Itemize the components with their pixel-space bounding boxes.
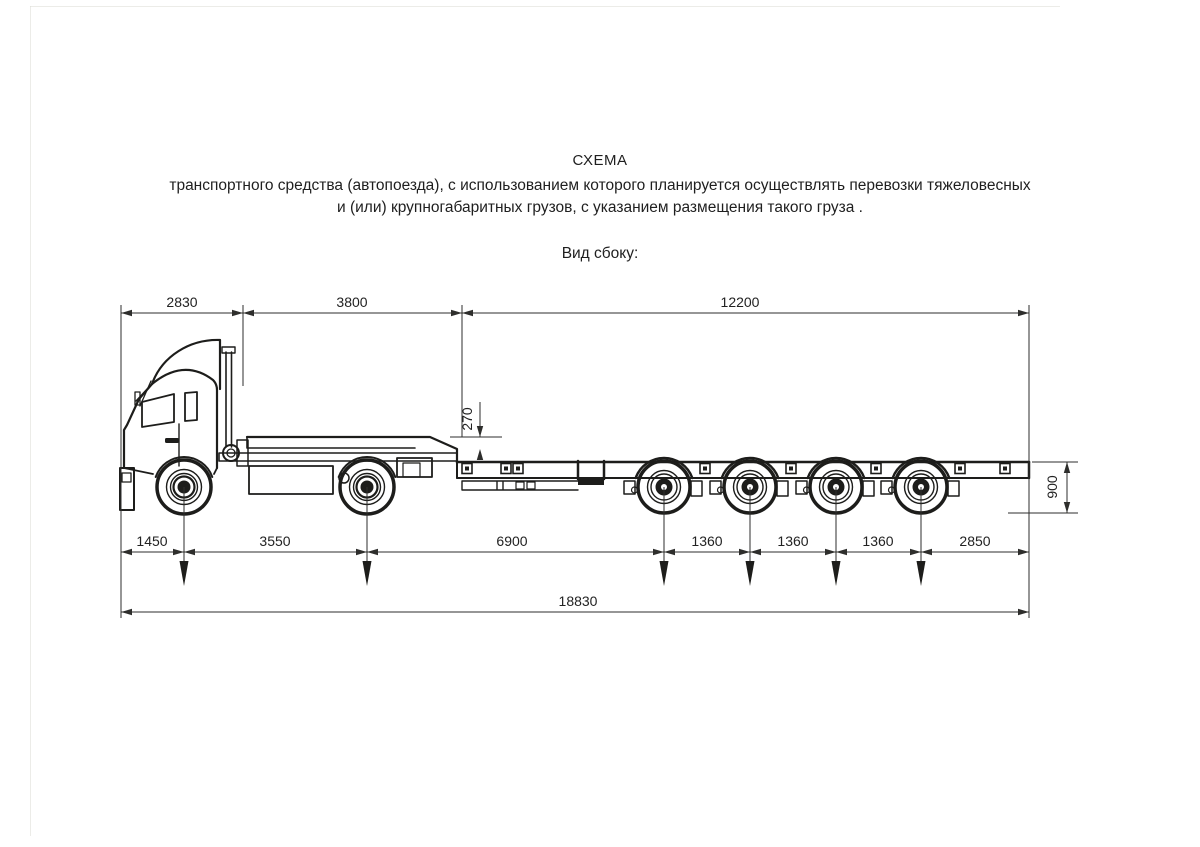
dim-label-6900: 6900 (496, 533, 527, 549)
scan-edge-artifact (30, 6, 1060, 7)
extension-lines (120, 305, 1078, 618)
dimension-total-row: 18830 (121, 593, 1029, 616)
rail-detail (526, 481, 536, 490)
dim-label-1450: 1450 (136, 533, 167, 549)
intake-stack (225, 351, 233, 448)
headlight (121, 472, 132, 483)
door-window (141, 393, 175, 428)
front-fender (154, 456, 214, 478)
dimension-height-900: 900 (1044, 462, 1071, 513)
dim-label-1360-c: 1360 (862, 533, 893, 549)
trailer-axle-group-1 (623, 456, 703, 515)
deck-splice (576, 459, 606, 481)
cab-lower-edge (213, 467, 218, 475)
chassis-frame (218, 452, 458, 462)
dim-label-18830: 18830 (559, 593, 598, 609)
document-subtitle-line1: транспортного средства (автопоезда), с и… (169, 177, 1031, 194)
trailer-axle-group-2 (709, 456, 789, 515)
gooseneck-deck (245, 435, 459, 465)
dim-label-1360-a: 1360 (691, 533, 722, 549)
stack-cap (221, 346, 236, 354)
dim-label-2850: 2850 (959, 533, 990, 549)
dim-label-3550: 3550 (259, 533, 290, 549)
rail-detail (515, 481, 525, 490)
dim-label-2830: 2830 (166, 294, 197, 310)
title-block: СХЕМА транспортного средства (автопоезда… (0, 152, 1200, 219)
trailer-axle-group-4 (880, 456, 960, 515)
axle-centerlines (179, 487, 926, 586)
fuel-tank (248, 465, 334, 495)
trailer-drawing (455, 456, 1031, 515)
rear-fender (337, 456, 397, 478)
trailer-axle-group-3 (795, 456, 875, 515)
cab-outline (122, 368, 219, 470)
dim-label-12200: 12200 (721, 294, 760, 310)
deck-splice-lock (578, 479, 604, 485)
gooseneck-deck-bottom (246, 436, 416, 449)
document-subtitle-line2: и (или) крупногабаритных грузов, с указа… (337, 199, 863, 216)
cab-roof-spoiler (150, 338, 222, 391)
rear-step-box-inner (402, 462, 421, 478)
dim-label-270: 270 (459, 407, 475, 431)
tractor-drawing (119, 338, 459, 516)
dim-label-3800: 3800 (336, 294, 367, 310)
dimension-step-270: 270 (459, 402, 484, 460)
view-label: Вид сбоку: (561, 245, 639, 262)
deck-tie-downs (461, 462, 1011, 475)
under-deck-rail (461, 480, 579, 491)
dimension-top-row: 2830 3800 12200 (121, 294, 1029, 317)
rear-side-window (184, 391, 198, 422)
dim-label-900: 900 (1044, 475, 1060, 499)
cab-lower-edge (123, 467, 154, 475)
dimension-axle-row: 1450 3550 6900 1360 1360 1360 2850 (121, 533, 1029, 556)
scan-edge-artifact (30, 6, 31, 836)
door-handle (165, 438, 179, 443)
mirror (134, 391, 141, 406)
dim-label-1360-b: 1360 (777, 533, 808, 549)
document-title: СХЕМА (572, 152, 628, 169)
